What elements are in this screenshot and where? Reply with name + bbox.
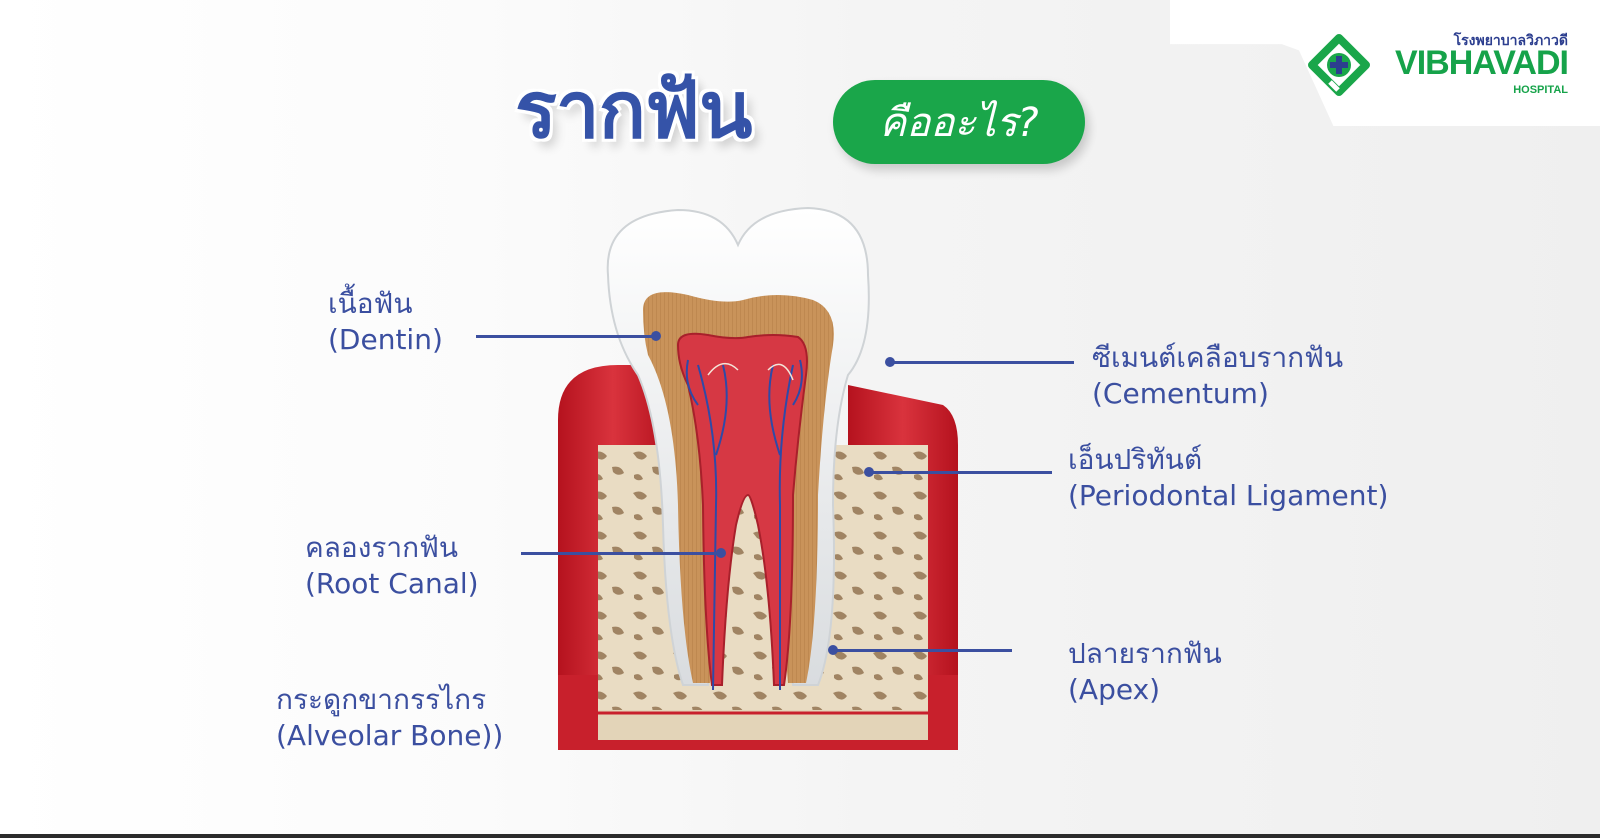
diamond-cross-icon [1308, 34, 1370, 96]
dentin-leader-line [476, 335, 656, 338]
dentin-pointer-dot [651, 331, 661, 341]
label-root-canal-en: (Root Canal) [305, 567, 479, 600]
label-periodontal: เอ็นปริทันต์ (Periodontal Ligament) [1068, 442, 1388, 514]
label-periodontal-en: (Periodontal Ligament) [1068, 479, 1389, 512]
root-canal-pointer-dot [716, 548, 726, 558]
label-dentin: เนื้อฟัน (Dentin) [328, 286, 443, 358]
apex-leader-line [832, 649, 1012, 652]
label-alveolar-th: กระดูกขากรรไกร [276, 683, 487, 716]
label-cementum-en: (Cementum) [1092, 377, 1269, 410]
page-title: รากฟัน [515, 66, 752, 156]
bottom-border [0, 834, 1600, 838]
logo-name: VIBHAVADI [1395, 44, 1569, 82]
logo-thai-name: โรงพยาบาลวิภาวดี [1453, 33, 1568, 49]
label-cementum-th: ซีเมนต์เคลือบรากฟัน [1092, 341, 1344, 374]
label-apex-th: ปลายรากฟัน [1068, 637, 1222, 670]
label-dentin-en: (Dentin) [328, 323, 443, 356]
periodontal-leader-line [868, 471, 1052, 474]
label-alveolar-bone: กระดูกขากรรไกร (Alveolar Bone)) [276, 682, 503, 754]
periodontal-pointer-dot [864, 467, 874, 477]
label-periodontal-th: เอ็นปริทันต์ [1068, 443, 1203, 476]
tooth-cross-section-illustration [558, 206, 958, 750]
title-pill: คืออะไร? [833, 80, 1085, 164]
label-dentin-th: เนื้อฟัน [328, 287, 413, 320]
root-canal-leader-line [521, 552, 721, 555]
label-root-canal: คลองรากฟัน (Root Canal) [305, 530, 479, 602]
label-root-canal-th: คลองรากฟัน [305, 531, 459, 564]
title-pill-text: คืออะไร? [879, 100, 1039, 146]
cementum-pointer-dot [885, 357, 895, 367]
hospital-logo: โรงพยาบาลวิภาวดี VIBHAVADI HOSPITAL [1308, 28, 1569, 98]
label-apex-en: (Apex) [1068, 673, 1161, 706]
label-apex: ปลายรากฟัน (Apex) [1068, 636, 1222, 708]
apex-pointer-dot [828, 645, 838, 655]
cementum-leader-line [890, 361, 1074, 364]
label-alveolar-en: (Alveolar Bone)) [276, 719, 504, 752]
logo-subtitle: HOSPITAL [1513, 84, 1568, 96]
label-cementum: ซีเมนต์เคลือบรากฟัน (Cementum) [1092, 340, 1343, 412]
